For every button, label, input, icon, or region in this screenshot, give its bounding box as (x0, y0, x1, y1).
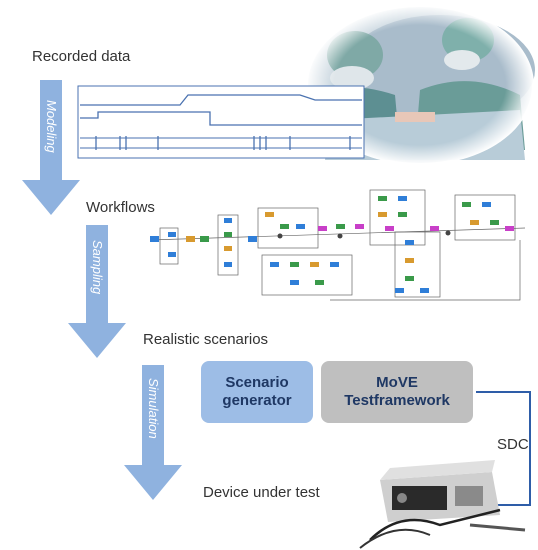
signal-chart (77, 85, 365, 159)
sdc-label: SDC (497, 436, 529, 453)
svg-text:Simulation: Simulation (146, 378, 161, 439)
recorded-data-label: Recorded data (32, 48, 131, 65)
move-testframework-box: MoVE Testframework (321, 361, 473, 423)
scenario-generator-box: Scenario generator (201, 361, 313, 423)
sdc-connector (476, 391, 531, 506)
simulation-arrow: Simulation (124, 365, 182, 500)
svg-text:Sampling: Sampling (90, 240, 105, 295)
modeling-arrow: Modeling (22, 80, 80, 215)
workflows-label: Workflows (86, 199, 155, 216)
workflow-graph (149, 189, 526, 301)
workflow-nodes (150, 196, 514, 293)
sampling-arrow: Sampling (68, 225, 126, 358)
medical-device-image (359, 460, 526, 549)
realistic-scenarios-label: Realistic scenarios (143, 331, 269, 348)
device-under-test-label: Device under test (203, 484, 320, 501)
svg-text:Modeling: Modeling (44, 100, 59, 154)
